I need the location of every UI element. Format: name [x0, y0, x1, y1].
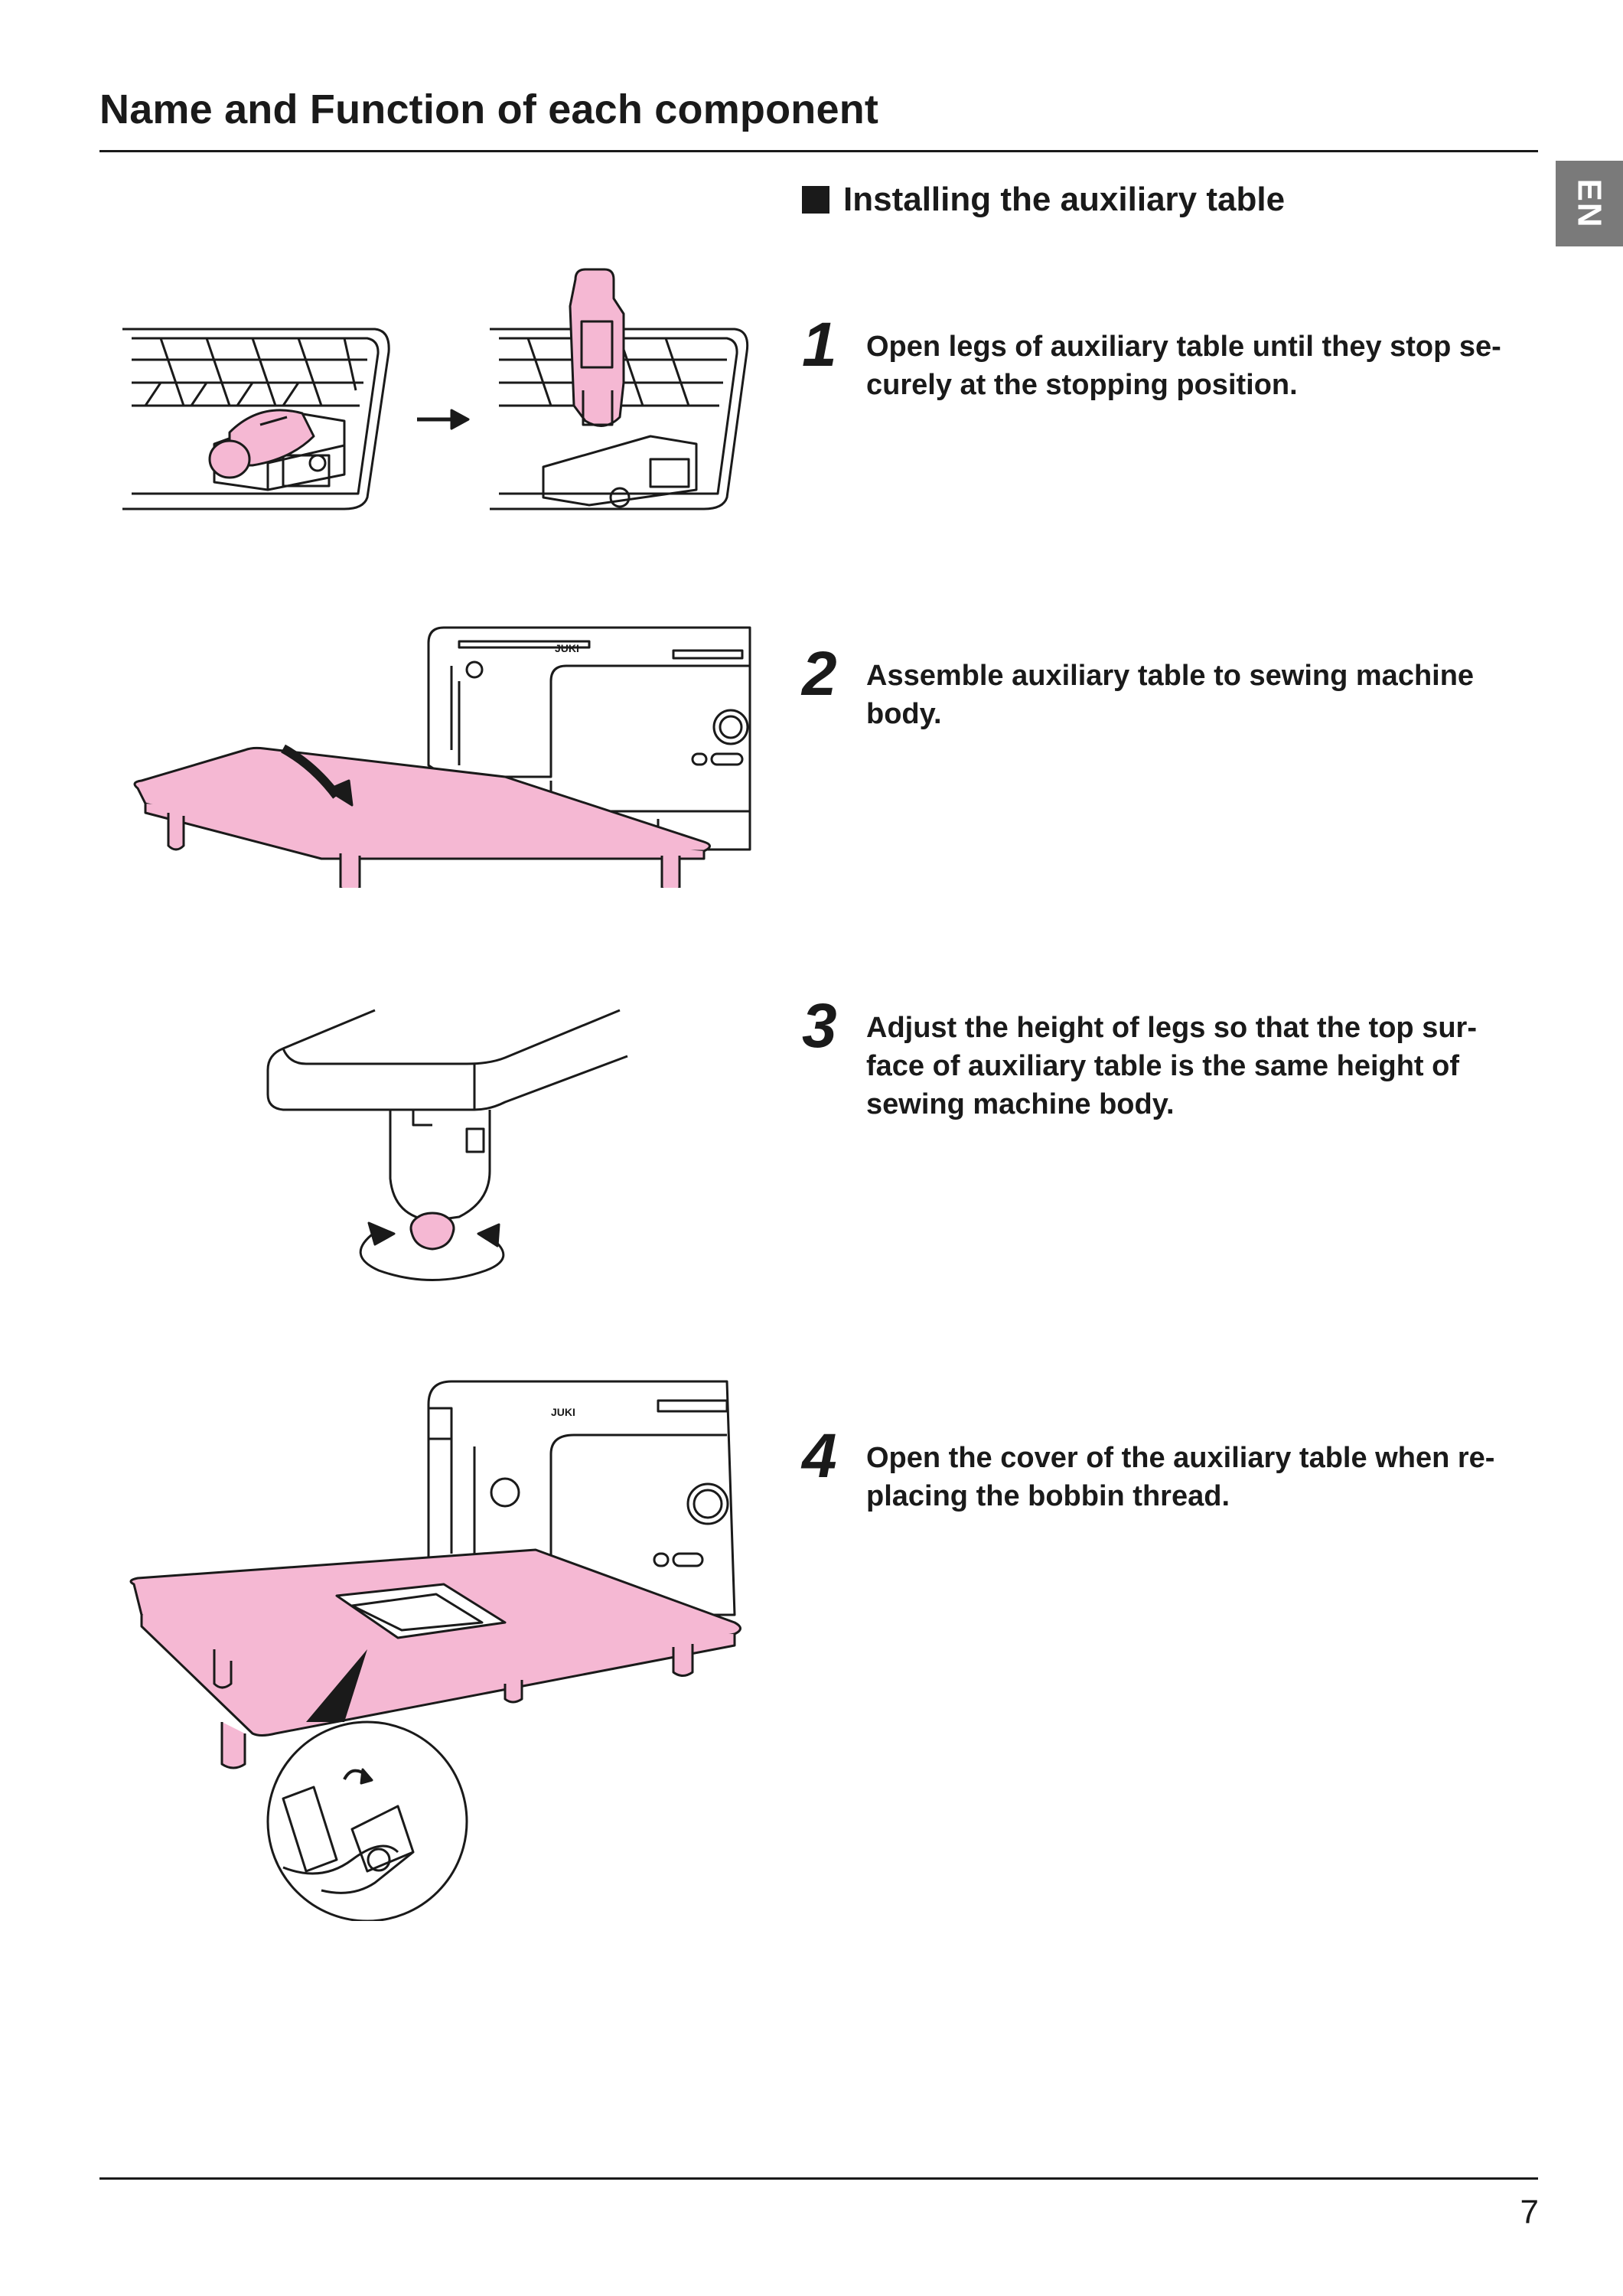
section-heading-text: Installing the auxiliary table: [843, 181, 1286, 218]
rotate-arrows-icon: [359, 1221, 505, 1281]
page-number: 7: [1520, 2193, 1539, 2231]
illustration-legs-folded-open: [122, 268, 749, 510]
step-text: Open legs of auxiliary table until they …: [866, 331, 1501, 401]
step-text: Open the cover of the auxiliary table wh…: [866, 1442, 1495, 1512]
step-number: 3: [802, 991, 837, 1061]
illustration-adjust-leg-height: [266, 1009, 628, 1281]
step-text: Adjust the height of legs so that the to…: [866, 1012, 1477, 1120]
juki-logo: JUKI: [551, 1406, 575, 1418]
curved-arrow-icon: [281, 744, 354, 807]
step-number: 4: [802, 1421, 837, 1491]
step-1: 1 Open legs of auxiliary table until the…: [802, 314, 1529, 404]
auxiliary-table-pink: [133, 746, 711, 888]
language-tab-label: EN: [1571, 178, 1608, 229]
step-4: 4 Open the cover of the auxiliary table …: [802, 1425, 1529, 1515]
leg-open-view: [490, 268, 749, 510]
juki-logo: JUKI: [555, 642, 579, 654]
detail-callout: [266, 1649, 468, 1921]
header-rule: [99, 150, 1538, 152]
step-3: 3 Adjust the height of legs so that the …: [802, 995, 1529, 1124]
page-title: Name and Function of each component: [99, 86, 879, 132]
square-bullet-icon: [802, 186, 829, 214]
step-2: 2 Assemble auxiliary table to sewing mac…: [802, 643, 1529, 733]
illustration-open-cover-bobbin: JUKI: [129, 1380, 741, 1921]
arrow-right-icon: [417, 409, 470, 430]
footer-rule: [99, 2177, 1538, 2180]
step-text: Assemble auxiliary table to sewing machi…: [866, 660, 1475, 730]
step-number: 2: [802, 639, 837, 709]
auxiliary-table-pink: [129, 1548, 741, 1769]
section-heading: Installing the auxiliary table: [802, 181, 1285, 219]
step-number: 1: [802, 310, 837, 380]
bobbin-cover-plate: [335, 1583, 507, 1639]
illustration-assemble-table: JUKI: [133, 626, 751, 888]
leg-folded-view: [122, 328, 390, 510]
language-tab: EN: [1556, 161, 1623, 246]
